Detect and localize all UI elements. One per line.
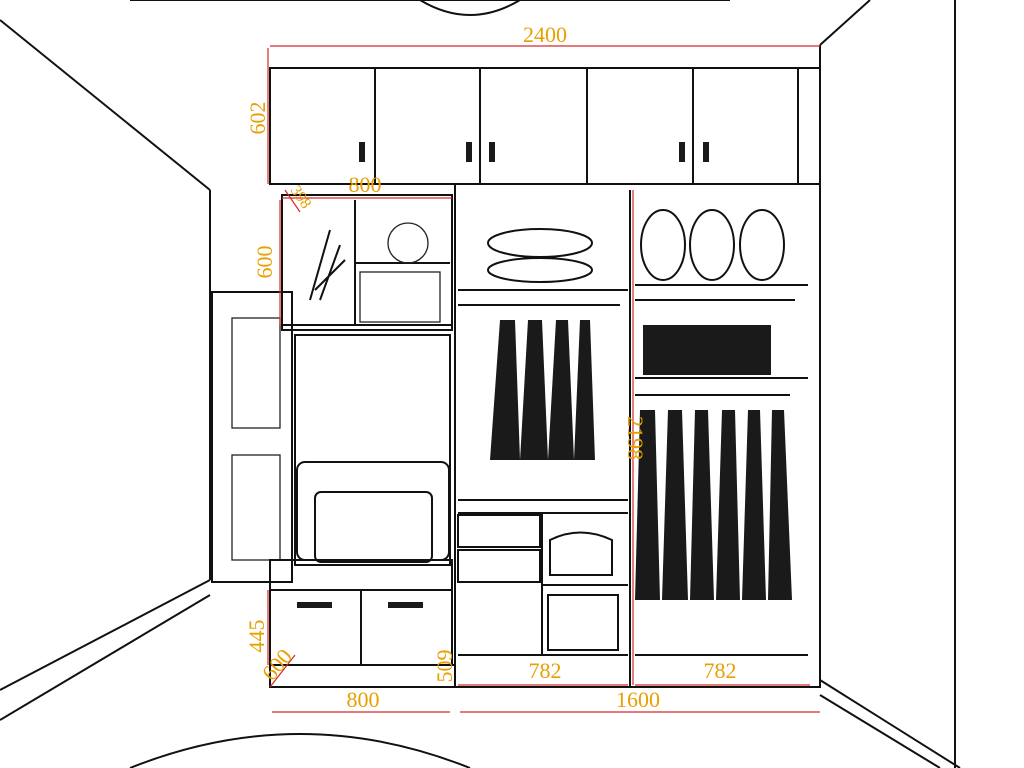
dim-total-width: 2400 <box>523 22 567 47</box>
dim-top-cabinet-height: 602 <box>245 102 270 135</box>
dimension-lines <box>267 45 820 713</box>
upper-cabinets <box>269 67 821 185</box>
dim-bottom-right-width: 1600 <box>616 687 660 712</box>
bench <box>269 334 456 688</box>
dim-left-shelf-width: 800 <box>349 172 382 197</box>
dim-middle-section-width: 782 <box>529 658 562 683</box>
dim-bottom-left-width: 800 <box>347 687 380 712</box>
left-shelf-unit <box>281 194 453 331</box>
dim-plinth-height: 509 <box>432 650 457 683</box>
dim-left-shelf-height: 600 <box>252 246 277 279</box>
dim-right-section-width: 782 <box>704 658 737 683</box>
dim-wardrobe-height: 2198 <box>623 416 648 460</box>
wardrobe <box>454 183 821 688</box>
dim-bench-height: 445 <box>244 620 269 653</box>
dim-left-shelf-depth: 398 <box>287 183 315 212</box>
